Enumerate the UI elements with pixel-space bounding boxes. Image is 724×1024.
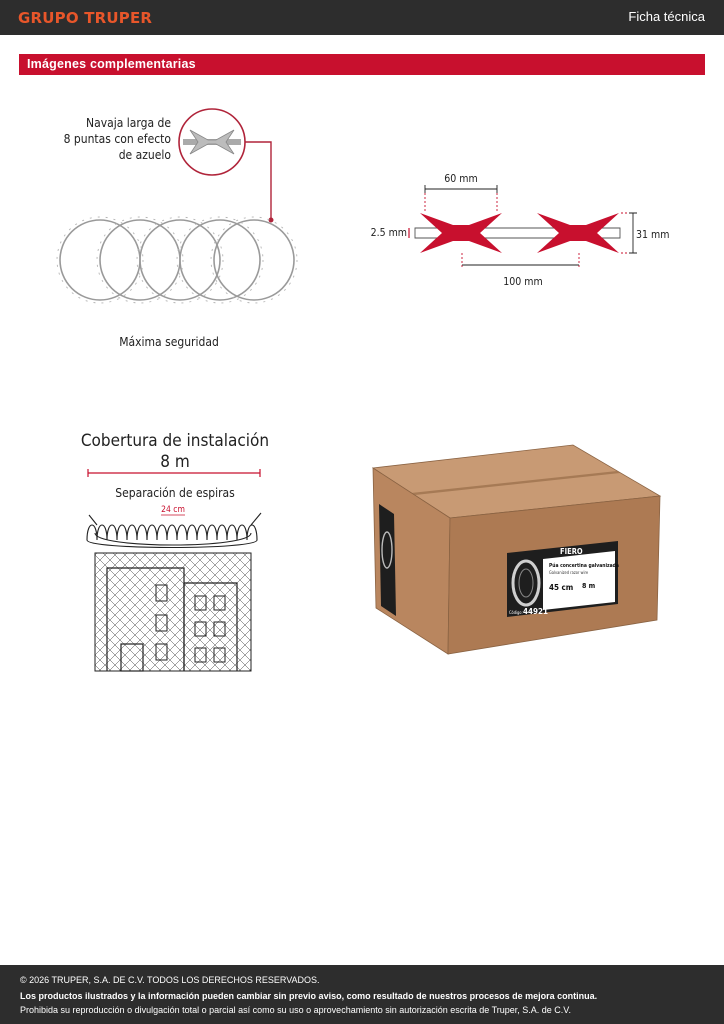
section-title: Imágenes complementarias: [27, 57, 196, 71]
footer-legal: Prohibida su reproducción o divulgación …: [20, 1005, 571, 1015]
sheet-type-label: Ficha técnica: [628, 9, 705, 24]
footer-notice: Los productos ilustrados y la informació…: [20, 991, 598, 1001]
dim-width-top: 60 mm: [444, 173, 477, 185]
dim-thickness: 2.5 mm: [371, 227, 407, 239]
box-length: 8 m: [582, 582, 596, 590]
coil-icon: [59, 219, 295, 301]
box-diameter: 45 cm: [549, 583, 573, 592]
spiral-gap: 24 cm: [161, 505, 185, 515]
coverage-title: Cobertura de instalación: [81, 431, 269, 451]
fence-icon: [94, 552, 252, 672]
section-header: Imágenes complementarias: [19, 54, 705, 75]
brand-logo: GRUPO TRUPER: [18, 9, 153, 27]
coverage-length: 8 m: [160, 452, 189, 472]
footer: © 2026 TRUPER, S.A. DE C.V. TODOS LOS DE…: [0, 965, 724, 1024]
blade-detail-icon: [178, 108, 246, 176]
box-brand: FIERO: [560, 547, 583, 556]
box-product-name: Púa concertina galvanizada: [549, 562, 619, 569]
dim-spacing: 100 mm: [503, 276, 542, 288]
spiral-label: Separación de espiras: [115, 486, 235, 500]
blade-callout-line-1: Navaja larga de: [86, 116, 171, 130]
box-code: 44921: [523, 607, 548, 616]
blade-callout-line-2: 8 puntas con efecto: [64, 132, 172, 146]
footer-copyright: © 2026 TRUPER, S.A. DE C.V. TODOS LOS DE…: [20, 975, 320, 985]
coil-caption: Máxima seguridad: [119, 335, 219, 349]
box-product-subtitle: Galvanized razor wire: [549, 570, 589, 575]
coverage-figure: Cobertura de instalación 8 m Separación …: [81, 431, 269, 672]
dimensions-figure: 60 mm 2.5 mm 31 mm 100 mm: [371, 173, 670, 288]
box-code-label: Código:: [509, 610, 523, 615]
top-bar: GRUPO TRUPER Ficha técnica: [0, 0, 724, 35]
box-figure: FIERO Púa concertina galvanizada Galvani…: [371, 444, 662, 655]
product-label: FIERO Púa concertina galvanizada Galvani…: [507, 541, 619, 617]
coil-figure: Navaja larga de 8 puntas con efecto de a…: [56, 108, 298, 349]
spiral-icon: [86, 512, 262, 549]
blade-callout-line-3: de azuelo: [119, 148, 172, 162]
dim-height: 31 mm: [636, 229, 669, 241]
